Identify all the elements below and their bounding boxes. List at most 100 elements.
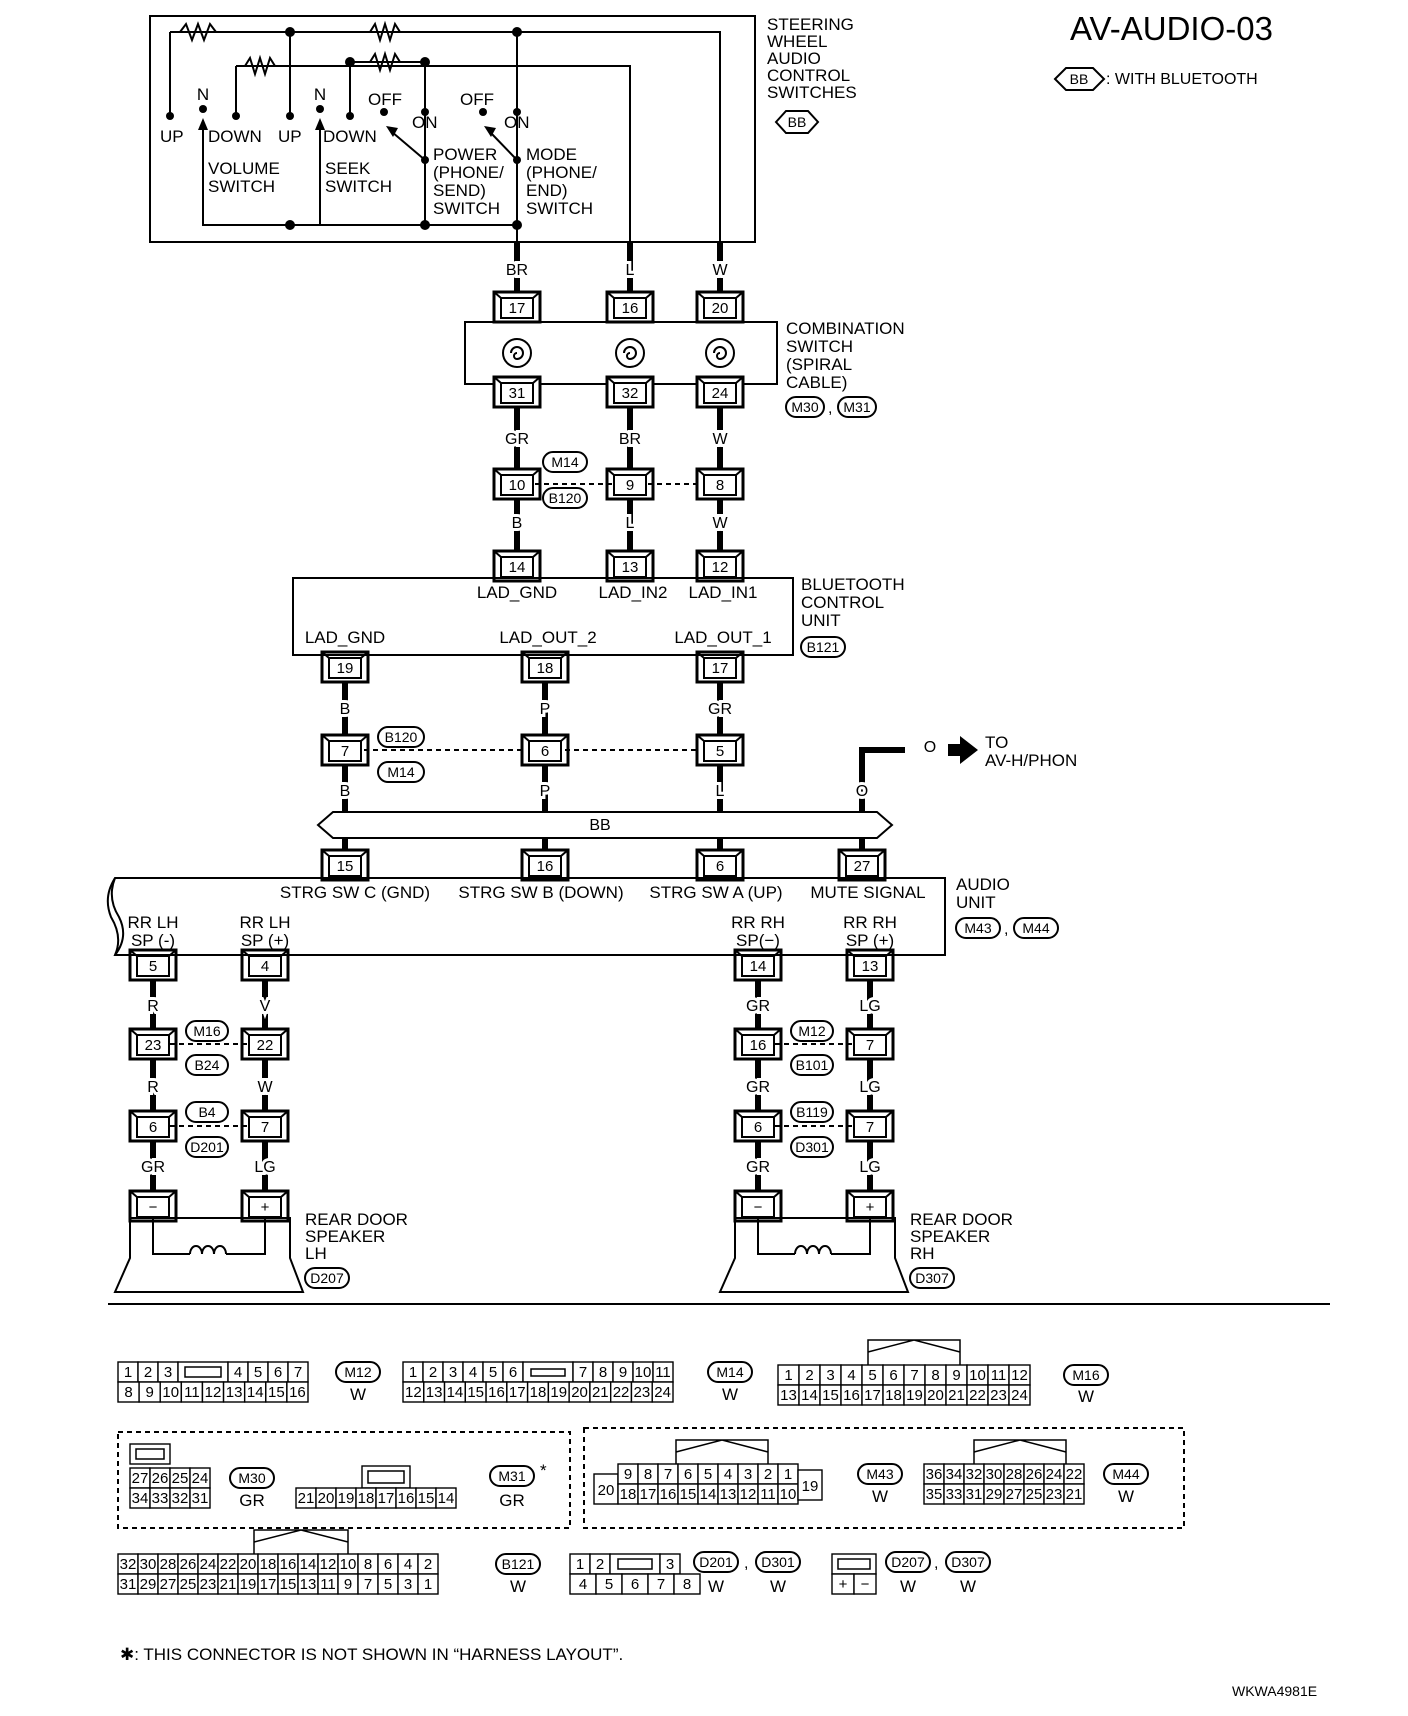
comb-top-pin: 20 (695, 290, 745, 324)
legend: BB : WITH BLUETOOTH (1053, 67, 1258, 91)
steering-name: STEERING WHEEL AUDIO CONTROL SWITCHES BB (767, 15, 857, 134)
audio-top-pin: 16 (520, 848, 570, 882)
wire-color-label: B (512, 515, 523, 532)
comb-top-pin: 17 (492, 290, 542, 324)
power-name-2: (PHONE/ (433, 163, 504, 182)
audio-top-label-4: MUTE SIGNAL (810, 883, 925, 902)
connector-pin-label: 19 (906, 1387, 923, 1404)
rh-j1-pin: 16 (733, 1027, 783, 1061)
connector-pin-label: 6 (684, 1466, 692, 1483)
bt-top-pin: 13 (605, 549, 655, 583)
bt-bottom-pin: 17 (695, 650, 745, 684)
connector-pin-label: 20 (318, 1490, 335, 1507)
connector-pin-label: 15 (280, 1576, 297, 1593)
connector-pin-label: 21 (220, 1576, 237, 1593)
bb-bus: BB (316, 811, 894, 839)
rh-j1-connector-2: B101 (796, 1057, 829, 1073)
bt-top-label-2: LAD_IN2 (599, 583, 668, 602)
connector-pin-label: 13 (426, 1384, 443, 1401)
connector-pin-label: 13 (720, 1486, 737, 1503)
bt-connector: B121 (807, 639, 840, 655)
comb-top-pin: 16 (605, 290, 655, 324)
wire-color-label: LG (859, 1159, 880, 1176)
power-name-4: SWITCH (433, 199, 500, 218)
seek-name-2: SWITCH (325, 177, 392, 196)
audio-name-1: AUDIO (956, 875, 1010, 894)
svg-text:,: , (1004, 921, 1008, 938)
connector-pin-label: 10 (780, 1486, 797, 1503)
connector-pin-label: 22 (220, 1556, 237, 1573)
joint-m14-connector-2: B120 (549, 490, 582, 506)
pin-number: 6 (149, 1119, 157, 1136)
pin-number: 6 (754, 1119, 762, 1136)
connector-pin-label: 25 (172, 1470, 189, 1487)
connector-pin-label: 15 (467, 1384, 484, 1401)
steering-name-1: STEERING (767, 15, 854, 34)
bt-bottom-label-2: LAD_OUT_2 (499, 628, 596, 647)
connector-pin-label: 5 (384, 1576, 392, 1593)
connector-pin-label: 9 (624, 1466, 632, 1483)
connector-pin-label: 22 (613, 1384, 630, 1401)
connector-pin-label: 18 (530, 1384, 547, 1401)
connector-pin-label: 1 (784, 1367, 792, 1384)
to-av-arrow: TO AV-H/PHON (948, 733, 1077, 770)
audio-bottom-label: RR LH (239, 913, 290, 932)
connector-pin-label: 11 (320, 1576, 336, 1593)
audio-connector-m44: M44 (1022, 920, 1049, 936)
connector-pin-label: 29 (986, 1486, 1003, 1503)
seek-up: UP (278, 127, 302, 146)
joint-m14-connector-1: M14 (551, 454, 578, 470)
power-on: ON (412, 113, 438, 132)
connector-pin-label: 24 (1046, 1466, 1063, 1483)
mode-name-3: END) (526, 181, 568, 200)
pin-number: 17 (509, 300, 526, 317)
connector-pin-label: 14 (801, 1387, 818, 1404)
steering-switch-box (149, 15, 756, 243)
rh-j2-pin: 6 (733, 1109, 783, 1143)
connector-pin-label: 21 (1066, 1486, 1083, 1503)
connector-pin-label: 28 (1006, 1466, 1023, 1483)
audio-top-label-2: STRG SW B (DOWN) (458, 883, 623, 902)
volume-down: DOWN (208, 127, 262, 146)
pin-number: 10 (509, 477, 526, 494)
connector-pin-label: 6 (384, 1556, 392, 1573)
connector-tag: M30 (238, 1470, 265, 1486)
connector-pin-label: 27 (132, 1470, 149, 1487)
wire-color-label: GR (746, 1079, 770, 1096)
bluetooth-unit: LAD_GND LAD_IN2 LAD_IN1 LAD_GND LAD_OUT_… (292, 575, 905, 658)
joint-b120: B120 M14 (364, 726, 700, 783)
mode-name-1: MODE (526, 145, 577, 164)
connector-pin-label: 8 (599, 1364, 607, 1381)
connector-pin-label: 2 (144, 1364, 152, 1381)
connector-pin-label: 8 (683, 1576, 691, 1593)
svg-text:,: , (828, 400, 832, 417)
joint-m14-pin: 9 (605, 467, 655, 501)
mode-name-2: (PHONE/ (526, 163, 597, 182)
joint-b120-pin: 5 (695, 733, 745, 767)
connector-pin-label: 4 (847, 1367, 855, 1384)
lh-j2-connector-2: D201 (190, 1139, 224, 1155)
wire-color-label: BR (506, 262, 528, 279)
connector-pin-label: 13 (226, 1384, 243, 1401)
pin-number: − (754, 1199, 763, 1216)
connector-pin-label: 9 (344, 1576, 352, 1593)
steering-name-3: AUDIO (767, 49, 821, 68)
bt-top-pin: 12 (695, 549, 745, 583)
connector-pin-label: 18 (358, 1490, 375, 1507)
connector-star: * (540, 1461, 547, 1480)
wire-color-label: BR (619, 431, 641, 448)
connector-pin-label: 8 (931, 1367, 939, 1384)
mode-name-4: SWITCH (526, 199, 593, 218)
connector-pin-label: 28 (160, 1556, 177, 1573)
pin-number: 14 (750, 958, 767, 975)
wire-color-label: B (340, 783, 351, 800)
connector-pin-label: 10 (635, 1364, 652, 1381)
bt-top-pin: 14 (492, 549, 542, 583)
comb-spiral (502, 338, 735, 368)
diagram-code: WKWA4981E (1232, 1683, 1317, 1699)
wire-color-label: LG (859, 1079, 880, 1096)
power-name-3: SEND) (433, 181, 486, 200)
steering-name-5: SWITCHES (767, 83, 857, 102)
